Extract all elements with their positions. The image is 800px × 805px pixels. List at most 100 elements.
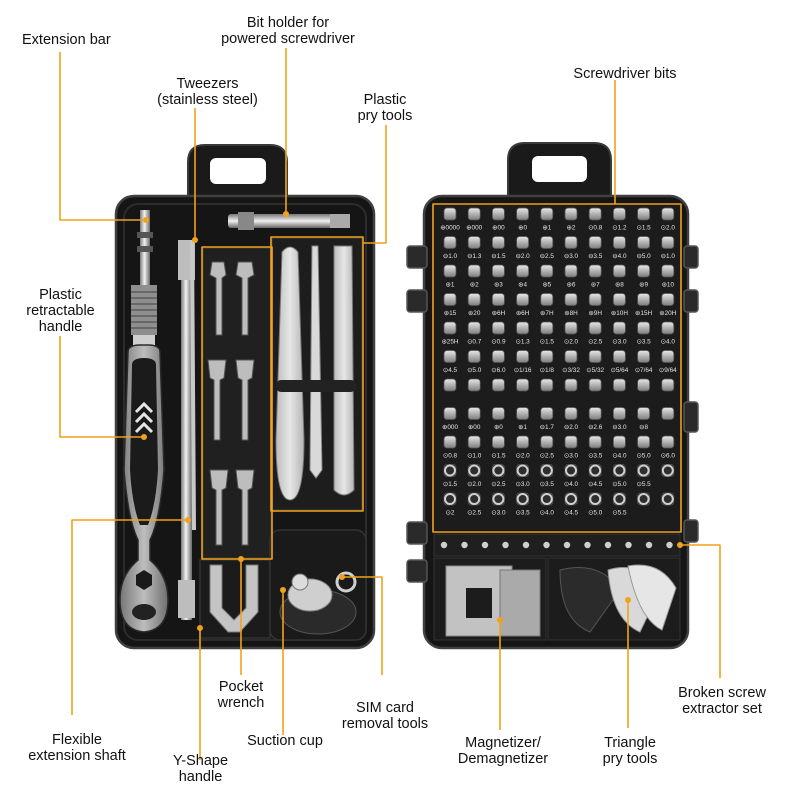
bit-size-label: ⊙0.8 bbox=[443, 453, 458, 460]
screwdriver-bit: ⊖1.0 bbox=[443, 236, 458, 260]
line-broken-screw bbox=[680, 544, 721, 678]
screwdriver-bit: ⊙2.0 bbox=[661, 207, 676, 232]
screwdriver-bit: ⊙2.5 bbox=[491, 464, 506, 488]
screwdriver-bit: ⊙4.5 bbox=[588, 464, 603, 488]
label-tweezers: Tweezers(stainless steel) bbox=[157, 76, 258, 108]
screwdriver-bit: ⊙3.0 bbox=[564, 435, 579, 460]
bit-size-label: ⊙2.0 bbox=[467, 481, 482, 488]
screwdriver-bit: ⊙7/64 bbox=[635, 350, 653, 374]
bit-size-label: ⊙2.0 bbox=[661, 225, 676, 232]
extractor-bit bbox=[461, 541, 468, 549]
retractable-handle-tool bbox=[119, 285, 169, 633]
screwdriver-bit: ⊛8 bbox=[613, 264, 626, 289]
screwdriver-bit bbox=[467, 378, 481, 392]
screwdriver-bit: ⊙2.0 bbox=[467, 464, 482, 488]
screwdriver-bit: ⊛7H bbox=[540, 293, 554, 317]
screwdriver-bit: ⊕2 bbox=[564, 207, 578, 232]
line-sim-card bbox=[342, 576, 383, 675]
bit-size-label: ⊛5 bbox=[542, 282, 551, 289]
screwdriver-bit: ⊕1 bbox=[516, 407, 529, 431]
bit-size-label: ⊙1.5 bbox=[540, 339, 555, 346]
bit-size-label: ⊙3/32 bbox=[562, 367, 580, 374]
screwdriver-bit: ⊙4.5 bbox=[443, 350, 458, 374]
screwdriver-bit: ⊛20H bbox=[659, 293, 677, 317]
bit-size-label: ⊖1.3 bbox=[467, 253, 482, 260]
screwdriver-bit: ⊙4.0 bbox=[540, 492, 554, 517]
bit-size-label: ⊖2.0 bbox=[515, 253, 530, 260]
bit-size-label: ⊙1.5 bbox=[636, 225, 651, 232]
screwdriver-bit: ⊙1.2 bbox=[612, 207, 627, 232]
screwdriver-bit: ⊙0.7 bbox=[467, 321, 482, 346]
bit-size-label: ⊙1.2 bbox=[612, 225, 627, 232]
screwdriver-bit bbox=[588, 378, 602, 392]
screwdriver-bit: ⊙3.5 bbox=[515, 492, 530, 517]
screwdriver-bit: ⊙6.0 bbox=[491, 350, 506, 374]
suction-cup-tray bbox=[269, 529, 367, 641]
bit-size-label: ⊖1.0 bbox=[443, 253, 458, 260]
bit-size-label: ⊖1.7 bbox=[540, 424, 555, 431]
screwdriver-bit bbox=[661, 378, 675, 392]
screwdriver-bit: ⊙2.0 bbox=[515, 435, 530, 460]
bit-size-label: ⊙1.3 bbox=[515, 339, 530, 346]
screwdriver-bit: ⊛5 bbox=[540, 264, 554, 289]
bit-size-label: ⊙1.5 bbox=[443, 481, 458, 488]
pocket-wrench-tray bbox=[202, 247, 272, 559]
bit-size-label: ⊙4.5 bbox=[564, 510, 579, 517]
bit-size-label: ⊛10 bbox=[662, 282, 675, 289]
bit-size-label: ⊙5/64 bbox=[611, 367, 629, 374]
bit-size-label: ⊙5.5 bbox=[612, 510, 627, 517]
bit-size-label: ⊕00 bbox=[492, 225, 505, 232]
bit-size-label: ⊙5.0 bbox=[612, 481, 627, 488]
callout-lines bbox=[59, 48, 721, 760]
screwdriver-bit bbox=[613, 378, 626, 392]
callout-dot bbox=[625, 597, 631, 603]
bit-size-label: ⊙0.8 bbox=[588, 225, 603, 232]
bit-size-label: ⊙3.0 bbox=[515, 481, 530, 488]
screwdriver-bit: ⊖4.0 bbox=[612, 236, 627, 260]
callout-dot bbox=[143, 217, 149, 223]
bit-size-label: ⊙2 bbox=[446, 510, 455, 517]
screwdriver-bit: ⊙4.0 bbox=[564, 464, 579, 488]
extractor-strip bbox=[433, 533, 681, 557]
callout-dot bbox=[192, 237, 198, 243]
screwdriver-bit: ⊖8 bbox=[637, 407, 650, 431]
triangle-pry-tray bbox=[547, 557, 681, 641]
screwdriver-bit bbox=[661, 464, 675, 477]
screwdriver-bit: ⊛2 bbox=[467, 264, 481, 289]
screwdriver-bit: ⊙5.0 bbox=[636, 435, 651, 460]
screwdriver-bit: ⊖1.3 bbox=[467, 236, 482, 260]
bit-size-label: ⊙1.5 bbox=[491, 453, 506, 460]
screwdriver-bit: ⊖2.5 bbox=[540, 236, 554, 260]
bit-size-label: ⊖3.0 bbox=[564, 253, 579, 260]
screwdriver-bit: ⊙1/16 bbox=[514, 350, 532, 374]
screwdriver-bit: ⊛10 bbox=[661, 264, 675, 289]
bit-size-label: ⊖3.0 bbox=[612, 424, 627, 431]
screwdriver-bit: ⊛9 bbox=[637, 264, 650, 289]
y-shape-handle-tool bbox=[199, 559, 271, 639]
screwdriver-bit: ⊖5.0 bbox=[636, 236, 651, 260]
bit-size-label: ⊛8 bbox=[615, 282, 624, 289]
callout-dot bbox=[283, 211, 289, 217]
screwdriver-bit: ⊕00 bbox=[491, 207, 505, 232]
screwdriver-bit: ⊙2 bbox=[443, 492, 457, 517]
bit-size-label: ⊕2 bbox=[567, 225, 576, 232]
screwdriver-bit: ⊛6H bbox=[492, 293, 506, 317]
screwdriver-bit: ⊙1.3 bbox=[515, 321, 530, 346]
screwdriver-bit: ⊕000 bbox=[466, 207, 483, 232]
screwdriver-bit: ⊙6.0 bbox=[661, 435, 675, 460]
screwdriver-bit: ⊙5/64 bbox=[611, 350, 629, 374]
bit-size-label: ⊙2.0 bbox=[564, 339, 579, 346]
screwdriver-bit bbox=[491, 378, 505, 392]
bit-size-label: ⊙4.0 bbox=[661, 339, 676, 346]
screwdriver-bit: ⊕1 bbox=[540, 207, 554, 232]
screwdriver-bit: ⊙0.9 bbox=[491, 321, 506, 346]
extractor-bit bbox=[522, 541, 530, 549]
label-extension-bar: Extension bar bbox=[22, 32, 111, 48]
extractor-bit bbox=[563, 541, 571, 549]
screwdriver-bit: ⊛7 bbox=[588, 264, 602, 289]
callout-dot bbox=[238, 556, 244, 562]
